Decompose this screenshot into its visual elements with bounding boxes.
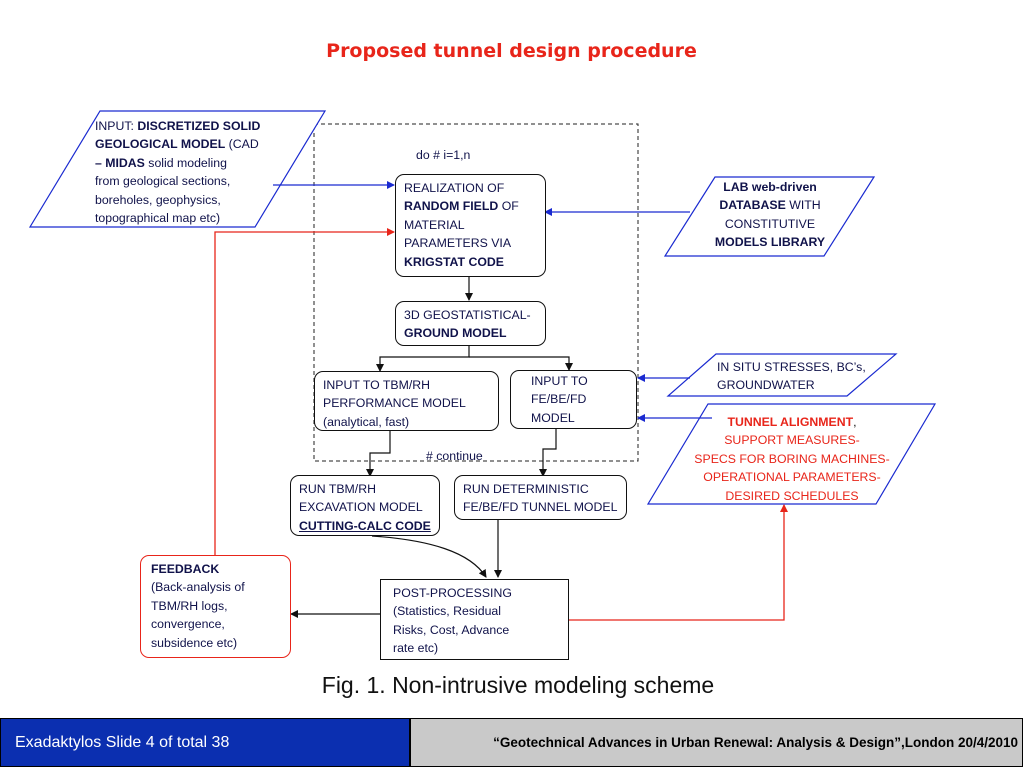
page-title: Proposed tunnel design procedure — [326, 40, 697, 62]
loop-start-label: do # i=1,n — [416, 148, 471, 162]
in-situ-text: IN SITU STRESSES, BC’s, GROUNDWATER — [717, 360, 866, 393]
lab-db-shape — [663, 176, 876, 257]
input-geo-text: INPUT: DISCRETIZED SOLID GEOLOGICAL MODE… — [95, 119, 261, 226]
run-deterministic-box: RUN DETERMINISTIC FE/BE/FD TUNNEL MODEL — [454, 475, 627, 520]
random-field-box: REALIZATION OF RANDOM FIELD OF MATERIAL … — [395, 174, 546, 277]
alignment-shape — [646, 403, 937, 505]
tbm-input-box: INPUT TO TBM/RH PERFORMANCE MODEL (analy… — [314, 371, 499, 431]
figure-caption: Fig. 1. Non-intrusive modeling scheme — [321, 672, 715, 698]
loop-end-label: # continue — [426, 449, 483, 463]
in-situ-shape — [666, 353, 898, 397]
loop-region — [313, 123, 639, 462]
ground-model-box: 3D GEOSTATISTICAL- GROUND MODEL — [395, 301, 546, 346]
post-processing-box: POST-PROCESSING (Statistics, Residual Ri… — [380, 579, 569, 660]
footer-slide-info: Exadaktylos Slide 4 of total 38 — [0, 718, 410, 767]
run-tbm-box: RUN TBM/RH EXCAVATION MODEL CUTTING-CALC… — [290, 475, 440, 536]
feedback-box: FEEDBACK (Back-analysis of TBM/RH logs, … — [140, 555, 291, 658]
alignment-text: TUNNEL ALIGNMENT, SUPPORT MEASURES- SPEC… — [694, 415, 890, 503]
footer-conference: “Geotechnical Advances in Urban Renewal:… — [410, 718, 1023, 767]
input-geo-shape — [28, 110, 327, 228]
fe-input-box: INPUT TO FE/BE/FD MODEL — [510, 370, 637, 429]
lab-db-text: LAB web-driven DATABASE WITH CONSTITUTIV… — [714, 180, 826, 250]
